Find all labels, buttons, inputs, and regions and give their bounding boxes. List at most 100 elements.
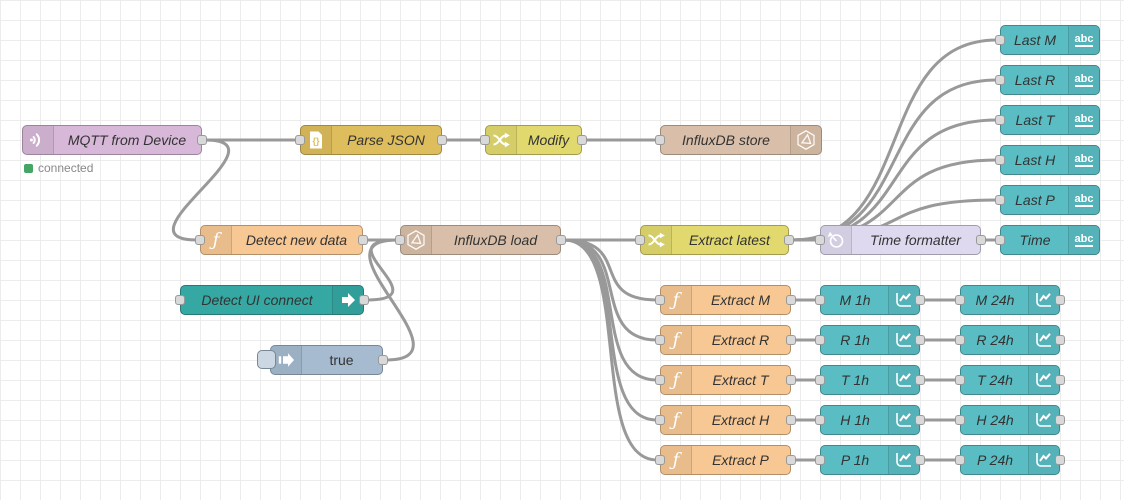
wire[interactable]	[790, 38, 999, 242]
output-port[interactable]	[1055, 415, 1065, 425]
node-chart-p-24h[interactable]: P 24h	[955, 445, 1065, 475]
output-port[interactable]	[378, 355, 388, 365]
input-port[interactable]	[655, 135, 665, 145]
node-chart-m-1h[interactable]: M 1h	[815, 285, 925, 315]
output-port[interactable]	[197, 135, 207, 145]
output-port[interactable]	[915, 375, 925, 385]
node-label: Extract R	[711, 332, 770, 348]
input-port[interactable]	[995, 235, 1005, 245]
input-port[interactable]	[815, 335, 825, 345]
node-modify[interactable]: Modify	[480, 125, 587, 155]
input-port[interactable]	[995, 35, 1005, 45]
input-port[interactable]	[995, 195, 1005, 205]
output-port[interactable]	[359, 295, 369, 305]
input-port[interactable]	[655, 335, 665, 345]
node-chart-r-24h[interactable]: R 24h	[955, 325, 1065, 355]
output-port[interactable]	[786, 295, 796, 305]
output-port[interactable]	[786, 335, 796, 345]
mqtt-signal-icon	[23, 126, 54, 154]
node-influxdb-store[interactable]: InfluxDB store	[655, 125, 822, 155]
wire[interactable]	[171, 138, 231, 242]
input-port[interactable]	[955, 295, 965, 305]
wire[interactable]	[562, 238, 659, 462]
output-port[interactable]	[786, 415, 796, 425]
node-influxdb-load[interactable]: InfluxDB load	[395, 225, 566, 255]
inject-button[interactable]	[257, 350, 276, 369]
node-chart-h-1h[interactable]: H 1h	[815, 405, 925, 435]
node-parse-json[interactable]: {}Parse JSON	[295, 125, 447, 155]
input-port[interactable]	[815, 455, 825, 465]
output-port[interactable]	[1055, 335, 1065, 345]
node-label: P 1h	[840, 452, 870, 468]
input-port[interactable]	[995, 75, 1005, 85]
status-label: connected	[38, 161, 94, 175]
abc-text-icon: abc	[1068, 66, 1099, 94]
input-port[interactable]	[955, 455, 965, 465]
function-f-icon: ƒ	[201, 226, 232, 254]
svg-text:ƒ: ƒ	[669, 410, 683, 431]
input-port[interactable]	[195, 235, 205, 245]
input-port[interactable]	[995, 155, 1005, 165]
output-port[interactable]	[784, 235, 794, 245]
input-port[interactable]	[395, 235, 405, 245]
node-chart-m-24h[interactable]: M 24h	[955, 285, 1065, 315]
node-chart-t-1h[interactable]: T 1h	[815, 365, 925, 395]
input-port[interactable]	[635, 235, 645, 245]
node-extract-latest[interactable]: Extract latest	[635, 225, 794, 255]
output-port[interactable]	[915, 415, 925, 425]
node-chart-r-1h[interactable]: R 1h	[815, 325, 925, 355]
input-port[interactable]	[995, 115, 1005, 125]
input-port[interactable]	[480, 135, 490, 145]
output-port[interactable]	[976, 235, 986, 245]
output-port[interactable]	[358, 235, 368, 245]
input-port[interactable]	[815, 295, 825, 305]
input-port[interactable]	[295, 135, 305, 145]
node-mqtt-from-device[interactable]: MQTT from Device	[22, 125, 207, 155]
input-port[interactable]	[815, 235, 825, 245]
node-inject-true[interactable]: true	[270, 345, 388, 375]
node-chart-p-1h[interactable]: P 1h	[815, 445, 925, 475]
node-detect-ui-connect[interactable]: Detect UI connect	[175, 285, 369, 315]
wire[interactable]	[368, 238, 415, 362]
input-port[interactable]	[655, 455, 665, 465]
wire[interactable]	[562, 238, 659, 342]
input-port[interactable]	[175, 295, 185, 305]
output-port[interactable]	[1055, 375, 1065, 385]
output-port[interactable]	[556, 235, 566, 245]
output-port[interactable]	[915, 335, 925, 345]
node-time-formatter[interactable]: Time formatter	[815, 225, 986, 255]
node-label: Last M	[1013, 32, 1056, 48]
node-chart-t-24h[interactable]: T 24h	[955, 365, 1065, 395]
input-port[interactable]	[655, 295, 665, 305]
output-port[interactable]	[437, 135, 447, 145]
output-port[interactable]	[915, 295, 925, 305]
output-port[interactable]	[577, 135, 587, 145]
output-port[interactable]	[1055, 295, 1065, 305]
input-port[interactable]	[955, 415, 965, 425]
input-port[interactable]	[955, 375, 965, 385]
input-port[interactable]	[655, 375, 665, 385]
output-port[interactable]	[786, 375, 796, 385]
output-port[interactable]	[1055, 455, 1065, 465]
node-chart-h-24h[interactable]: H 24h	[955, 405, 1065, 435]
output-port[interactable]	[786, 455, 796, 465]
wire[interactable]	[790, 78, 999, 242]
input-port[interactable]	[655, 415, 665, 425]
input-port[interactable]	[955, 335, 965, 345]
input-port[interactable]	[815, 415, 825, 425]
input-port[interactable]	[815, 375, 825, 385]
output-port[interactable]	[915, 455, 925, 465]
